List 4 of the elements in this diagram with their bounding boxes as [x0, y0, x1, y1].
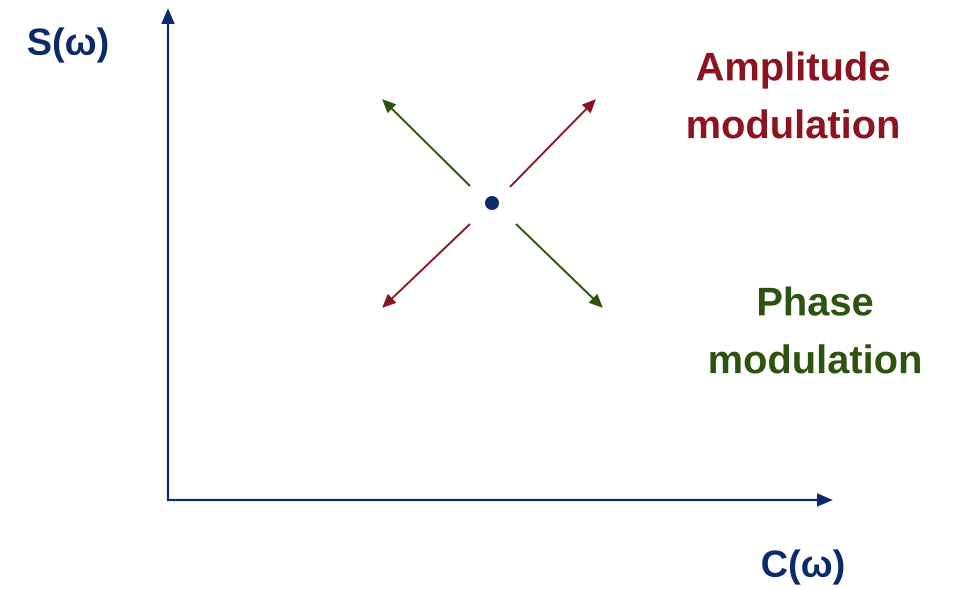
annotation-text: Amplitude modulation [688, 51, 898, 139]
annotation-text: Phase modulation [710, 286, 920, 374]
axis-label: C(ω) [762, 549, 844, 585]
axis-label: S(ω) [28, 27, 108, 63]
